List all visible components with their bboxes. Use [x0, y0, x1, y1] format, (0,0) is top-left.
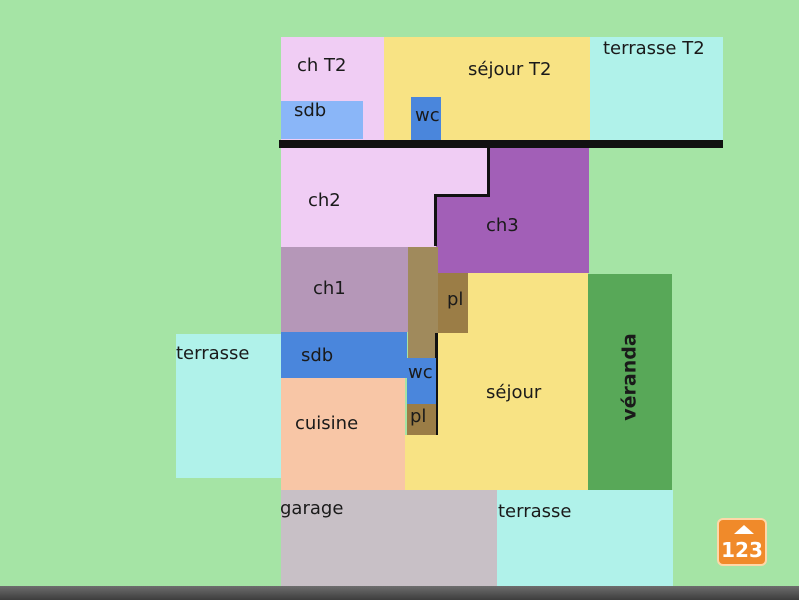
room-ch3-a: [489, 148, 589, 196]
wall-ch2-ch3-1: [487, 148, 490, 196]
room-pl-top-overlay: [438, 273, 468, 333]
label-ch-t2: ch T2: [297, 55, 347, 76]
label-wc-top: wc: [415, 105, 440, 126]
room-terrasse-left: [176, 334, 282, 478]
room-wc-t2: [411, 97, 441, 140]
room-garage: [281, 490, 497, 586]
wall-ch2-ch3-3: [434, 194, 437, 246]
label-veranda: véranda: [618, 333, 641, 421]
room-terrasse-t2: [590, 37, 723, 140]
room-ch1: [281, 247, 408, 332]
label-sdb: sdb: [301, 345, 334, 366]
room-sdb: [281, 332, 407, 378]
label-garage: garage: [280, 498, 344, 519]
label-terrasse-left: terrasse: [176, 343, 250, 364]
label-ch1: ch1: [313, 278, 346, 299]
room-cuisine: [281, 378, 405, 490]
room-ch2-a: [281, 148, 489, 195]
room-sejour-ext: [405, 435, 439, 490]
separator-wall: [279, 140, 723, 148]
label-sejour-t2: séjour T2: [468, 59, 552, 80]
label-terrasse-t2: terrasse T2: [603, 38, 705, 59]
room-terrasse-bottom: [497, 490, 673, 586]
label-wc: wc: [408, 362, 433, 383]
house-icon: [734, 525, 754, 534]
room-ch2-b: [281, 194, 436, 247]
wall-ch2-ch3-2: [434, 194, 490, 197]
wall-corridor: [435, 333, 438, 435]
label-sejour: séjour: [486, 382, 542, 403]
label-cuisine: cuisine: [295, 413, 359, 434]
room-wc: [407, 358, 436, 404]
label-ch3: ch3: [486, 215, 519, 236]
label-ch2: ch2: [308, 190, 341, 211]
room-veranda: [588, 274, 672, 490]
room-sdb-t2: [281, 101, 363, 139]
label-terrasse-bottom: terrasse: [498, 501, 572, 522]
room-pl-bottom: [407, 404, 436, 435]
label-sdb-top: sdb: [294, 100, 327, 121]
ground-strip: [0, 586, 799, 600]
label-pl-bottom: pl: [410, 406, 427, 427]
logo-text: 123: [721, 538, 763, 562]
room-ch3-b: [436, 195, 589, 273]
label-pl-top: pl: [447, 289, 464, 310]
logo-123: 123: [717, 518, 767, 566]
